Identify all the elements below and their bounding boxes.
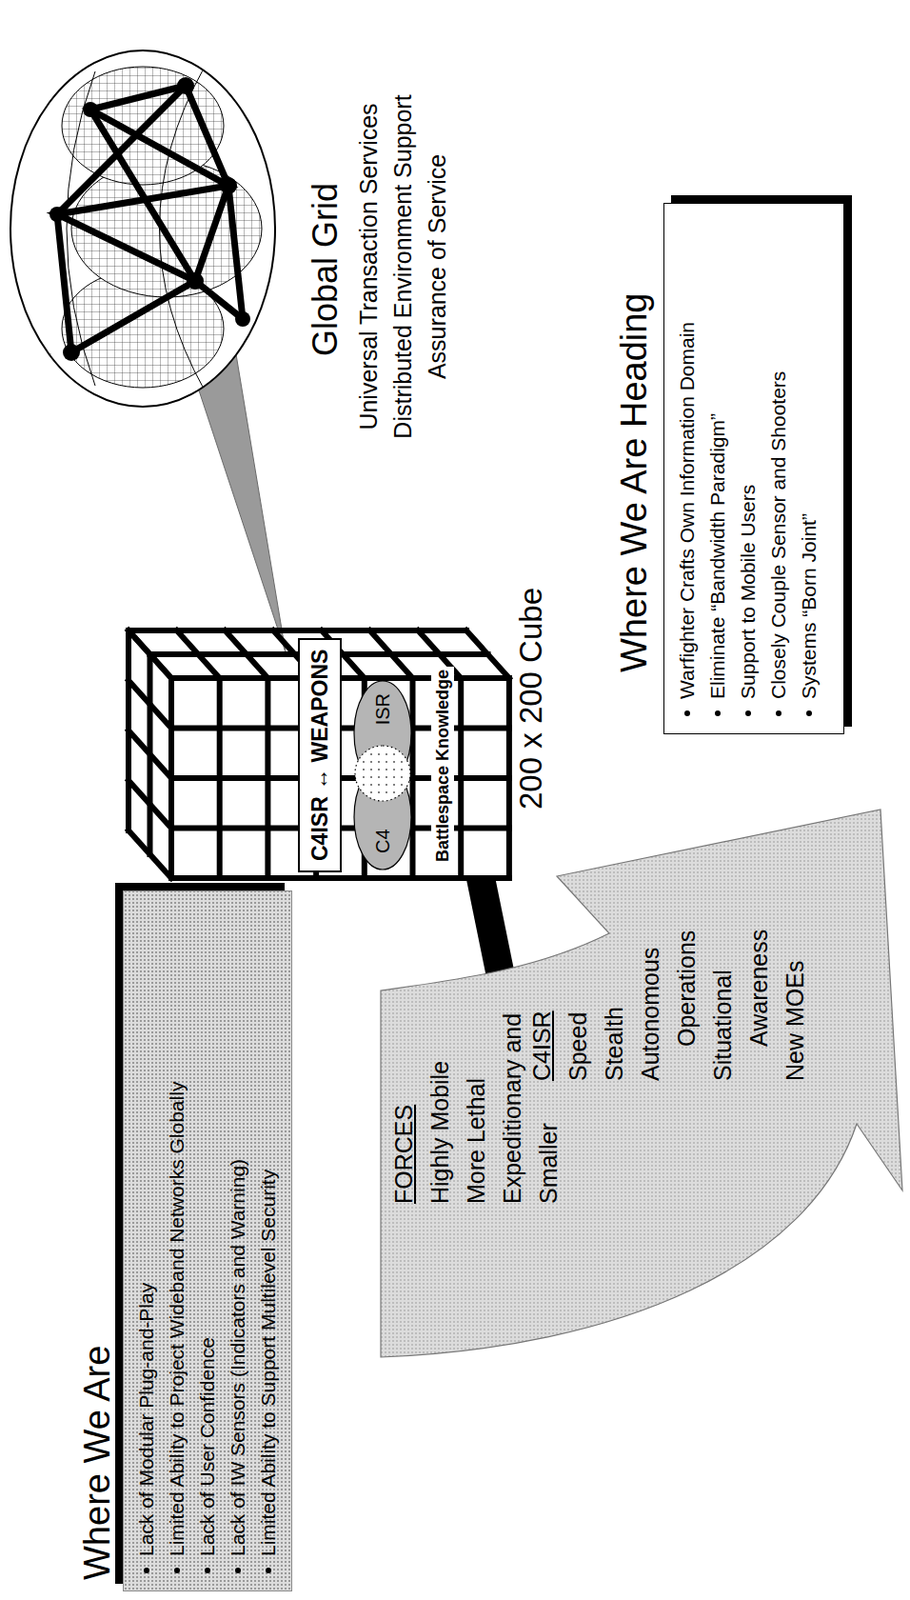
stipple-dot xyxy=(393,760,396,763)
stipple-dot xyxy=(370,775,373,778)
stipple-dot xyxy=(400,760,403,763)
stipple-dot xyxy=(370,752,373,755)
stipple-dot xyxy=(370,760,373,763)
group-item: Autonomous Operations xyxy=(632,893,705,1081)
stipple-dot xyxy=(362,775,365,778)
curved-arrow: FORCESHighly MobileMore LethalExpedition… xyxy=(375,799,910,1362)
bullet-item: Systems “Born Joint” xyxy=(793,222,825,720)
status-box: Where We AreLack of Modular Plug-and-Pla… xyxy=(122,890,293,1591)
stipple-dot xyxy=(377,768,380,771)
illustration-part xyxy=(82,101,99,118)
stipple-dot xyxy=(385,752,388,755)
stipple-dot xyxy=(385,760,388,763)
stipple-dot xyxy=(377,760,380,763)
stipple-dot xyxy=(393,791,396,793)
callout-pointer xyxy=(198,354,286,653)
cube-lattice-bar xyxy=(410,677,416,878)
goal-box: Where We Are HeadingWarfighter Crafts Ow… xyxy=(663,202,845,734)
illustration-part xyxy=(235,311,251,327)
group-item: Highly Mobile xyxy=(421,984,458,1204)
ellipse-node: ISR xyxy=(353,679,413,787)
arrow-outline xyxy=(380,809,903,1357)
stipple-dot xyxy=(400,783,403,786)
connector-band xyxy=(480,877,500,971)
illustration-part xyxy=(57,85,243,353)
stipple-dot xyxy=(385,768,388,771)
callout-title: Global Grid xyxy=(304,182,346,357)
globe-callout xyxy=(10,50,276,407)
bullet-item: Lack of User Confidence xyxy=(192,910,223,1577)
bullet-item: Lack of IW Sensors (Indicators and Warni… xyxy=(222,910,254,1577)
overlap-circle xyxy=(355,745,411,801)
bullet-item: Limited Ability to Support Multilevel Se… xyxy=(253,910,284,1577)
dimension-label: 200 x 200 Cube xyxy=(512,587,551,810)
global-grid-illustration xyxy=(24,51,262,391)
illustration-part xyxy=(24,51,251,372)
group-item: More Lethal xyxy=(457,984,495,1204)
callout-note: Universal Transaction Services xyxy=(354,102,383,430)
stipple-dot xyxy=(393,775,396,778)
stipple-dot xyxy=(370,783,373,786)
illustration-part xyxy=(177,77,195,95)
cube-lattice-bar xyxy=(168,677,175,878)
node-label: Battlespace Knowledge xyxy=(431,666,455,865)
cube-lattice-bar xyxy=(457,677,464,878)
stipple-dot xyxy=(370,791,373,793)
group-item: Situational Awareness xyxy=(704,893,777,1081)
stipple-dot xyxy=(362,768,365,771)
stipple-dot xyxy=(385,783,388,786)
stipple-dot xyxy=(377,752,380,755)
stipple-dot xyxy=(393,783,396,786)
bullet-item: Closely Couple Sensor and Shooters xyxy=(763,222,794,720)
callout-note: Distributed Environment Support xyxy=(388,94,417,438)
cube-frame: Battlespace Knowledge C4ISR ↔ WEAPONS C4 IS… xyxy=(128,628,512,878)
bullet-item: Warfighter Crafts Own Information Domain xyxy=(672,222,703,720)
illustration-part xyxy=(46,51,68,77)
stipple-dot xyxy=(377,775,380,778)
stipple-dot xyxy=(370,768,373,771)
box-heading: Where We Are Heading xyxy=(613,293,655,673)
group-item: Stealth xyxy=(595,893,633,1081)
bullet-item: Lack of Modular Plug-and-Play xyxy=(131,910,162,1577)
stipple-dot xyxy=(362,783,365,786)
stipple-dot xyxy=(400,775,403,778)
box-heading: Where We Are xyxy=(76,1345,119,1580)
stipple-dot xyxy=(362,760,365,763)
cube-lattice-bar xyxy=(217,677,223,878)
bullet-item: Limited Ability to Project Wideband Netw… xyxy=(161,910,193,1577)
illustration-part xyxy=(62,343,80,361)
node-label: C4 xyxy=(372,828,395,853)
illustration-part xyxy=(186,272,204,290)
stipple-dot xyxy=(385,791,388,793)
illustration-part xyxy=(90,109,243,319)
illustration-part xyxy=(57,85,243,353)
illustration-part xyxy=(49,206,65,222)
shape-outline xyxy=(375,799,910,1362)
illustration-part xyxy=(24,336,52,372)
stipple-dot xyxy=(393,768,396,771)
callout-note: Assurance of Service xyxy=(422,154,452,379)
group-heading: C4ISR xyxy=(523,893,560,1081)
cube-lattice-bar xyxy=(128,627,467,634)
stipple-dot xyxy=(400,768,403,771)
stipple-dot xyxy=(385,775,388,778)
stipple-dot xyxy=(393,752,396,755)
cube-lattice-bar xyxy=(506,677,513,878)
illustration-part xyxy=(219,177,238,195)
group-item: Speed xyxy=(559,893,596,1081)
node-label: ISR xyxy=(372,692,395,725)
cube-lattice-bar xyxy=(125,630,132,831)
bullet-item: Eliminate “Bandwidth Paradigm” xyxy=(702,222,733,720)
node-label: C4ISR ↔ WEAPONS xyxy=(303,649,337,861)
cube-lattice-bar xyxy=(264,677,271,878)
stipple-dot xyxy=(377,791,380,793)
stipple-dot xyxy=(377,783,380,786)
label-box: C4ISR ↔ WEAPONS xyxy=(297,637,342,872)
illustration-part xyxy=(195,185,229,281)
group-item: New MOEs xyxy=(776,893,813,1081)
cube-lattice-bar xyxy=(147,653,154,854)
bullet-item: Support to Mobile Users xyxy=(732,222,764,720)
group-heading: FORCES xyxy=(385,984,422,1204)
